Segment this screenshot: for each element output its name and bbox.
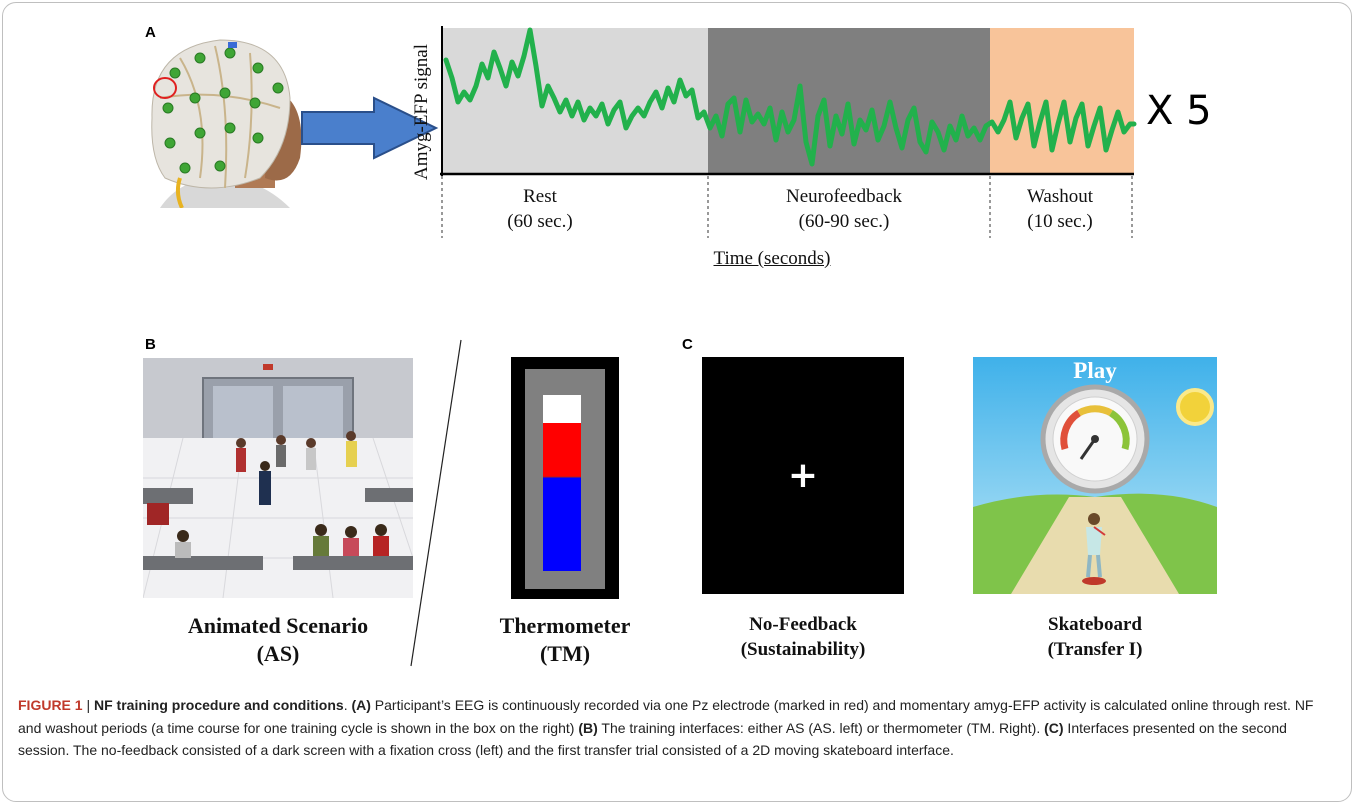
phase-neurofeedback: Neurofeedback (60-90 sec.) <box>744 184 944 234</box>
no-feedback-title: No-Feedback <box>749 614 857 635</box>
phase-washout: Washout (10 sec.) <box>1000 184 1120 234</box>
animated-scenario-title: Animated Scenario <box>187 613 369 638</box>
phase-washout-duration: (10 sec.) <box>1027 211 1093 232</box>
thermometer-down-segment <box>543 477 581 571</box>
caption-a-text: Participant’s EEG is continuously record… <box>18 697 1314 736</box>
no-feedback-label: No-Feedback (Sustainability) <box>702 612 904 662</box>
thermometer-title: Thermometer <box>499 613 631 638</box>
panel-label-a: A <box>145 24 156 41</box>
panel-label-b: B <box>145 336 156 353</box>
panel-label-c: C <box>682 336 693 353</box>
thermometer-up-segment <box>543 423 581 477</box>
skateboard-title: Skateboard <box>1048 614 1142 635</box>
caption-b-text: The training interfaces: either AS (AS. … <box>597 719 1045 736</box>
thermometer-image <box>511 357 619 599</box>
animated-scenario-abbrev: (AS) <box>256 641 300 666</box>
caption-separator: | <box>82 697 94 713</box>
repeat-label: X 5 <box>1146 88 1212 134</box>
caption-c-label: (C) <box>1044 719 1064 736</box>
x-axis-label: Time (seconds) <box>713 248 831 269</box>
phase-neurofeedback-name: Neurofeedback <box>785 186 903 207</box>
play-button[interactable]: Play <box>1073 358 1117 383</box>
phase-washout-name: Washout <box>1026 186 1094 207</box>
skateboard-label: Skateboard (Transfer I) <box>985 612 1205 662</box>
arrow-icon <box>301 96 439 160</box>
thermometer-abbrev: (TM) <box>539 641 591 666</box>
thermometer-label: Thermometer (TM) <box>470 612 660 668</box>
neurofeedback-phase-region <box>708 28 990 173</box>
no-feedback-subtitle: (Sustainability) <box>740 639 866 660</box>
caption-c-text: Interfaces presented on the second sessi… <box>18 719 1287 759</box>
rest-phase-region <box>442 28 708 173</box>
phase-rest-duration: (60 sec.) <box>507 211 573 232</box>
skateboard-subtitle: (Transfer I) <box>1047 639 1143 660</box>
fixation-cross: + <box>787 454 819 496</box>
animated-scenario-image <box>143 358 413 598</box>
no-feedback-screen: + <box>702 357 904 594</box>
sun-icon <box>1176 388 1214 426</box>
phase-rest: Rest (60 sec.) <box>460 184 620 234</box>
amyg-efp-signal-line <box>443 27 1137 167</box>
caption-a-label: (A) <box>351 697 371 713</box>
figure-number: FIGURE 1 <box>18 697 83 713</box>
caption-b-label: (B) <box>578 719 598 736</box>
thermometer-top-segment <box>543 395 581 423</box>
signal-time-course <box>440 26 1137 238</box>
eeg-cap-image <box>151 39 302 208</box>
figure-caption: FIGURE 1 | NF training procedure and con… <box>18 694 1338 762</box>
skateboard-screen: Play <box>973 357 1217 594</box>
phase-neurofeedback-duration: (60-90 sec.) <box>798 211 890 232</box>
animated-scenario-label: Animated Scenario (AS) <box>143 612 413 668</box>
figure-title: NF training procedure and conditions <box>94 697 344 713</box>
y-axis-label: Amyg-EFP signal <box>411 44 432 180</box>
phase-rest-name: Rest <box>523 186 557 207</box>
caption-title-end: . <box>343 697 352 713</box>
divider-slash <box>410 339 462 667</box>
